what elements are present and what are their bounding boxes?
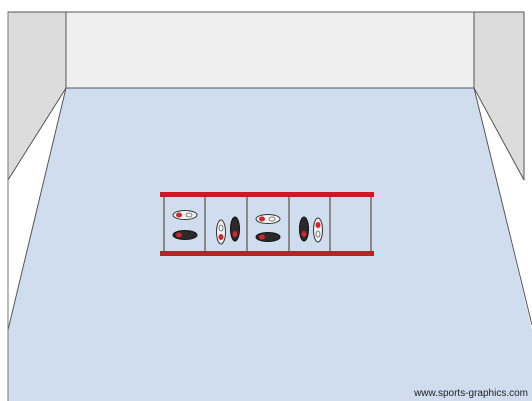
shoe-dark-icon bbox=[231, 217, 240, 241]
shoe-dark-icon bbox=[256, 233, 280, 242]
ladder-rail-top bbox=[160, 192, 374, 197]
shoe-light-icon bbox=[173, 211, 197, 220]
shoe-light-icon bbox=[314, 218, 323, 242]
watermark-text: www.sports-graphics.com bbox=[414, 388, 528, 399]
back-wall bbox=[66, 12, 474, 88]
shoe-dark-icon bbox=[300, 217, 309, 241]
shoe-dark-icon bbox=[173, 231, 197, 240]
floor bbox=[8, 88, 532, 401]
shoe-light-icon bbox=[217, 220, 226, 244]
ladder-rail-bottom bbox=[160, 251, 374, 256]
shoe-light-icon bbox=[256, 215, 280, 224]
